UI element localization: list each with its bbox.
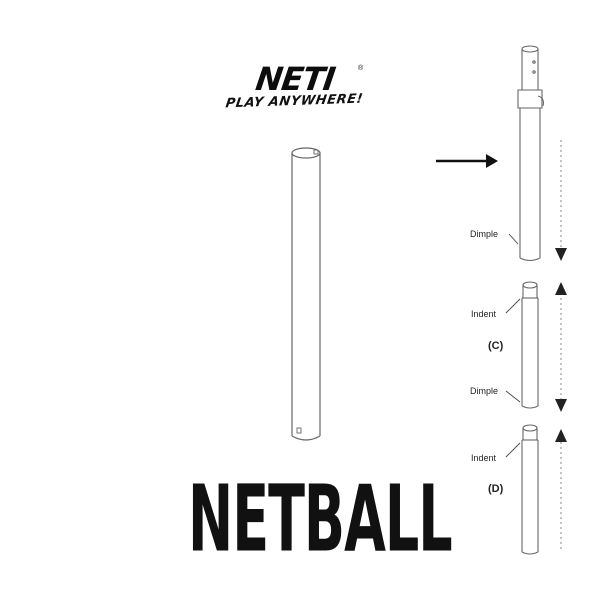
brand-logo: NETI ® PLAY ANYWHERE!	[225, 60, 378, 116]
indent-label: Indent	[471, 453, 497, 463]
pole-section-d	[521, 424, 539, 555]
section-c-label: (C)	[488, 340, 504, 352]
leader-lines	[505, 233, 521, 458]
pole-section-c	[521, 281, 539, 409]
down-arrow-icon	[555, 399, 567, 412]
indent-label: Indent	[471, 309, 497, 319]
section-d-label: (D)	[488, 483, 504, 495]
dimple-label: Dimple	[470, 229, 498, 239]
up-arrow-icon	[555, 429, 567, 442]
dimple-label: Dimple	[470, 386, 498, 396]
right-arrow-icon	[436, 154, 498, 168]
logo-registered-mark: ®	[358, 65, 364, 72]
assembled-pole-top	[517, 45, 544, 262]
down-arrow-icon	[555, 248, 567, 261]
pole-illustration	[291, 147, 321, 441]
up-arrow-icon	[555, 282, 567, 295]
product-title: NETBALL	[188, 465, 453, 573]
